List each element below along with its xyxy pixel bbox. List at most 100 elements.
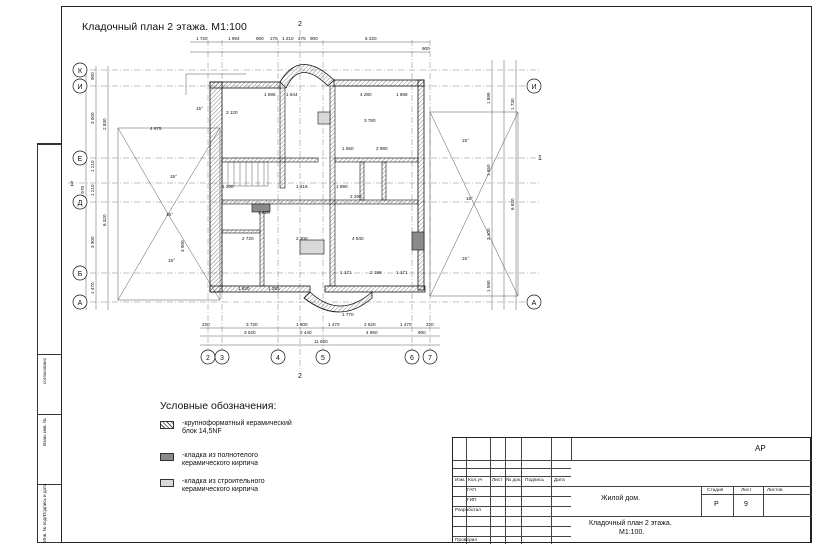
axis-row-K: К — [78, 68, 83, 75]
stamp-sheets-label: Листов — [767, 488, 783, 493]
interior-walls — [221, 85, 419, 287]
dim-bottom-8: 3 020 — [244, 330, 256, 335]
stamp-role: Проверил — [455, 538, 478, 543]
approval-cell — [38, 414, 62, 484]
room-dim: 1 820 — [238, 286, 250, 291]
stamp-line — [701, 486, 702, 516]
dim-bottom-9: 2 440 — [300, 330, 312, 335]
dim-bottom-10: 4 860 — [366, 330, 378, 335]
exterior-walls — [209, 64, 426, 313]
stamp-col-label: Кол.уч — [468, 478, 483, 483]
axis-row-I-right: И — [531, 84, 536, 91]
slope-label: 15° — [166, 212, 173, 217]
dim-left-4: 1 210 — [90, 184, 95, 196]
title-block: АР Изм. Кол.уч Лист № док. Подпись Дата … — [452, 437, 812, 544]
room-dim: 1 255 — [268, 286, 280, 291]
axis-col-7: 7 — [428, 355, 432, 362]
room-dim: 4 540 — [352, 236, 364, 241]
axis-col-2: 2 — [206, 355, 210, 362]
axis-row-A-right: А — [532, 300, 537, 307]
axis-row-E: Е — [78, 156, 83, 163]
dim-bottom-1: 220 — [202, 322, 210, 327]
dim-top-5: 1 210 — [282, 36, 294, 41]
dim-left-inner-1: 2 830 — [102, 118, 107, 130]
room-dim: 2 300 — [296, 236, 308, 241]
approval-cell — [38, 354, 62, 414]
light-swatch — [160, 479, 174, 487]
stamp-sheet-title-2: М1:100. — [619, 529, 645, 536]
approval-cell — [38, 484, 62, 544]
stamp-line — [453, 536, 571, 537]
roof-outline — [117, 73, 519, 301]
stamp-line — [466, 438, 467, 544]
stamp-role: Разработал — [455, 508, 482, 513]
stamp-line — [505, 438, 506, 544]
room-dim: 4 975 — [150, 126, 162, 131]
room-dim: 1 171 — [340, 270, 352, 275]
stamp-line — [453, 516, 812, 517]
stamp-line — [453, 476, 571, 477]
stamp-line — [490, 438, 491, 544]
room-dim: 2 290 — [350, 194, 362, 199]
stamp-line — [733, 486, 734, 516]
dim-right-2: 1 730 — [510, 98, 515, 110]
approval-cell — [38, 144, 62, 354]
axis-col-3: 3 — [220, 355, 224, 362]
room-dim: 1 550 — [342, 146, 354, 151]
stamp-role: ГАП — [467, 488, 476, 493]
axis-col-6: 6 — [410, 355, 414, 362]
dim-top-2: 1 994 — [228, 36, 240, 41]
roof-slope-labels: 15° 15° 15° 15° 15° 15° 15° — [166, 106, 473, 263]
dim-right-3: 1 650 — [486, 164, 491, 176]
room-dim: 2 720 — [242, 236, 254, 241]
dim-bottom-6: 1 470 — [400, 322, 412, 327]
section-markers: 2 2 1 1 — [70, 21, 542, 380]
dim-bottom-4: 1 470 — [328, 322, 340, 327]
room-dim: 1 770 — [342, 312, 354, 317]
room-dim: 1 698 — [396, 92, 408, 97]
section-marker-bottom: 2 — [298, 373, 302, 380]
sheet-frame — [61, 6, 812, 543]
room-dim: 3 120 — [226, 110, 238, 115]
stamp-line — [453, 468, 571, 469]
dim-left-2: 3 000 — [90, 112, 95, 124]
stamp-line — [453, 460, 812, 461]
dim-left-total: 12 570 — [80, 186, 85, 200]
dimension-labels-right: 1 895 1 730 1 650 3 100 1 590 6 820 — [486, 92, 515, 292]
axis-col-4: 4 — [276, 355, 280, 362]
room-dim: 2 990 — [376, 146, 388, 151]
stamp-line — [453, 486, 812, 487]
brick-elements — [251, 111, 425, 255]
stamp-sheet-title-1: Кладочный план 2 этажа. — [589, 520, 672, 527]
stamp-col-label: № док. — [506, 478, 522, 483]
stamp-sheet-label: Лист — [741, 488, 752, 493]
dim-top-7: 900 — [310, 36, 318, 41]
dimension-lines — [85, 41, 517, 346]
dim-bottom-3: 1 800 — [296, 322, 308, 327]
room-dim: 1 418 — [296, 184, 308, 189]
room-dim: 1 890 — [336, 184, 348, 189]
stamp-code-cell — [571, 438, 812, 460]
legend-text: -крупноформатный керамический блок 14,5N… — [182, 420, 292, 435]
section-marker-left: 1 — [70, 181, 74, 188]
stamp-line — [453, 526, 571, 527]
stamp-line — [453, 496, 571, 497]
stamp-line — [453, 506, 571, 507]
dim-bottom-11: 900 — [418, 330, 426, 335]
slope-label: 15° — [466, 196, 473, 201]
row-axis-markers: К И Е Д Б А И А — [72, 62, 542, 310]
dim-left-1: 900 — [90, 72, 95, 80]
stamp-line — [521, 438, 522, 544]
dim-top-4: 275 — [270, 36, 278, 41]
slope-label: 15° — [170, 174, 177, 179]
axis-row-D: Д — [78, 200, 83, 207]
dim-right-5: 1 590 — [486, 280, 491, 292]
dim-top-3: 900 — [256, 36, 264, 41]
hatch-swatch — [160, 421, 174, 429]
room-dim: 3 780 — [364, 118, 376, 123]
axis-row-B: Б — [78, 271, 83, 278]
legend-text: -кладка из полнотелого керамического кир… — [182, 452, 259, 467]
dim-right-4: 3 100 — [486, 228, 491, 240]
dim-left-6: 1 470 — [90, 282, 95, 294]
